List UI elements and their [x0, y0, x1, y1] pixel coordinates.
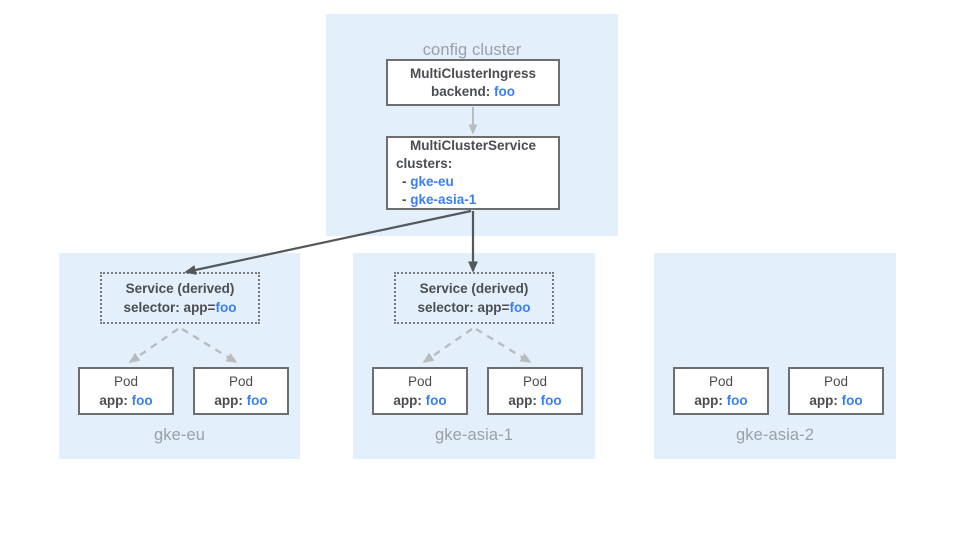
- cluster-panel-gke-asia-2: gke-asia-2: [654, 253, 896, 459]
- cluster-title-gke-asia-1: gke-asia-1: [434, 426, 514, 444]
- pod-attr-value: foo: [425, 393, 447, 408]
- service-derived-selector-value-gke-asia-1: foo: [509, 300, 531, 315]
- service-derived-selector-gke-asia-1: selector: app=foo: [396, 298, 552, 317]
- service-derived-box-gke-eu[interactable]: Service (derived) selector: app=foo: [100, 272, 260, 324]
- service-derived-selector-label-gke-eu: selector: app=: [123, 300, 216, 315]
- pod-attr: app: foo: [80, 391, 172, 410]
- multiclusterservice-box[interactable]: MultiClusterService clusters: - gke-eu -…: [386, 136, 560, 210]
- service-derived-selector-gke-eu: selector: app=foo: [102, 298, 258, 317]
- pod-box[interactable]: Pod app: foo: [193, 367, 289, 415]
- pod-box[interactable]: Pod app: foo: [487, 367, 583, 415]
- service-derived-title-gke-eu: Service (derived): [125, 281, 235, 296]
- multiclusteringress-kind: MultiClusterIngress: [409, 65, 537, 81]
- pod-attr-value: foo: [540, 393, 562, 408]
- pod-attr-value: foo: [841, 393, 863, 408]
- multiclusteringress-box[interactable]: MultiClusterIngress backend: foo: [386, 59, 560, 106]
- multiclusteringress-backend-label: backend:: [430, 83, 491, 99]
- pod-attr-value: foo: [131, 393, 153, 408]
- cluster-title-gke-asia-2: gke-asia-2: [735, 426, 815, 444]
- pod-title: Pod: [407, 374, 433, 389]
- service-derived-title-gke-asia-1: Service (derived): [419, 281, 529, 296]
- pod-attr-label: app:: [809, 393, 838, 408]
- service-derived-selector-label-gke-asia-1: selector: app=: [417, 300, 510, 315]
- pod-title: Pod: [708, 374, 734, 389]
- pod-box[interactable]: Pod app: foo: [673, 367, 769, 415]
- pod-attr-label: app:: [694, 393, 723, 408]
- service-derived-selector-value-gke-eu: foo: [215, 300, 237, 315]
- pod-attr-label: app:: [99, 393, 128, 408]
- pod-attr-value: foo: [726, 393, 748, 408]
- cluster-title-gke-eu: gke-eu: [153, 426, 206, 444]
- multiclusterservice-cluster-bullet: -: [402, 192, 407, 207]
- multiclusterservice-cluster-item: - gke-eu: [388, 173, 558, 191]
- pod-attr: app: foo: [374, 391, 466, 410]
- pod-attr-value: foo: [246, 393, 268, 408]
- multiclusterservice-kind: MultiClusterService: [409, 138, 537, 153]
- multiclusterservice-cluster-bullet: -: [402, 174, 407, 189]
- multiclusterservice-cluster-item: - gke-asia-1: [388, 191, 558, 209]
- pod-box[interactable]: Pod app: foo: [78, 367, 174, 415]
- pod-attr-label: app:: [508, 393, 537, 408]
- pod-title: Pod: [228, 374, 254, 389]
- multiclusterservice-cluster-value: gke-eu: [410, 174, 454, 189]
- cluster-title-config: config cluster: [422, 41, 522, 59]
- pod-box[interactable]: Pod app: foo: [372, 367, 468, 415]
- pod-attr: app: foo: [675, 391, 767, 410]
- pod-box[interactable]: Pod app: foo: [788, 367, 884, 415]
- pod-title: Pod: [522, 374, 548, 389]
- pod-attr-label: app:: [393, 393, 422, 408]
- pod-attr: app: foo: [489, 391, 581, 410]
- pod-title: Pod: [823, 374, 849, 389]
- pod-title: Pod: [113, 374, 139, 389]
- multiclusterservice-cluster-value: gke-asia-1: [410, 192, 477, 207]
- service-derived-box-gke-asia-1[interactable]: Service (derived) selector: app=foo: [394, 272, 554, 324]
- multiclusteringress-backend: backend: foo: [388, 83, 558, 101]
- pod-attr: app: foo: [790, 391, 882, 410]
- pod-attr-label: app:: [214, 393, 243, 408]
- multiclusteringress-backend-value: foo: [494, 83, 516, 99]
- pod-attr: app: foo: [195, 391, 287, 410]
- cluster-panel-gke-asia-1: gke-asia-1: [353, 253, 595, 459]
- multiclusterservice-clusters-label: clusters:: [396, 156, 453, 171]
